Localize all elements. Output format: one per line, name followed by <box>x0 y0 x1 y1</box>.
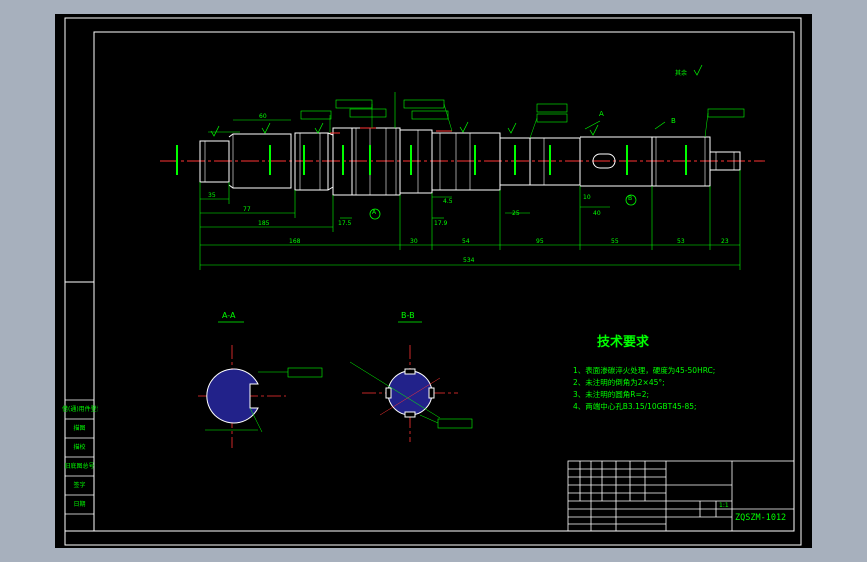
dim-55: 55 <box>611 238 619 245</box>
left-table-cell-3: 描校 <box>73 444 86 451</box>
shaft-detail-lines <box>204 128 735 195</box>
tech-requirements-title: 技术要求 <box>597 335 650 350</box>
view-mark-a: A <box>599 110 604 118</box>
dim-54: 54 <box>462 238 470 245</box>
dim-25: 25 <box>512 210 520 217</box>
left-strip <box>64 281 95 532</box>
tech-note-1: 1、表面渗碳淬火处理，硬度为45-50HRC; <box>573 366 716 375</box>
dim-185: 185 <box>258 220 270 227</box>
left-table-lines <box>65 399 94 515</box>
datum-a-label: A <box>372 209 377 216</box>
dim-overall: 534 <box>463 257 475 264</box>
undercut-marks <box>330 127 452 134</box>
dim-4-5: 4.5 <box>443 198 453 205</box>
dim-23: 23 <box>721 238 729 245</box>
dim-35: 35 <box>208 192 216 199</box>
datum-b-label: B <box>628 195 633 202</box>
section-a-a <box>198 321 323 448</box>
dim-77: 77 <box>243 206 251 213</box>
dim-30: 30 <box>410 238 418 245</box>
left-table-cell-1: 借(通)用件登记 <box>62 406 98 413</box>
dim-168: 168 <box>289 238 301 245</box>
section-a-a-label: A-A <box>222 311 236 320</box>
drawing-number: ZQSZM-1012 <box>735 513 787 523</box>
left-table-cell-6: 日期 <box>73 501 86 508</box>
tech-note-3: 3、未注明的圆角R=2; <box>573 390 650 399</box>
view-mark-b: B <box>671 117 676 125</box>
tech-note-4: 4、两端中心孔B3.15/10GBT45-85; <box>573 402 697 411</box>
title-block <box>567 460 795 532</box>
roughness-note: 其余 <box>675 70 688 77</box>
section-b-b-label: B-B <box>401 311 415 320</box>
drawing-background <box>55 14 812 548</box>
dimension-tick-marks <box>176 145 687 175</box>
dim-53: 53 <box>677 238 685 245</box>
dim-10: 10 <box>583 194 591 201</box>
scale-value: 1:1 <box>719 502 729 509</box>
keyway-slot <box>592 153 616 169</box>
roughness-marks <box>210 64 703 137</box>
dim-17-5: 17.5 <box>338 220 352 227</box>
left-table-cell-4: 旧底图总号 <box>64 463 95 470</box>
section-b-b <box>349 321 473 442</box>
dimension-lines <box>199 119 741 270</box>
dim-60: 60 <box>259 113 267 120</box>
dim-40: 40 <box>593 210 601 217</box>
dim-17-9: 17.9 <box>434 220 448 227</box>
left-table-cell-2: 描图 <box>73 425 86 432</box>
datum-symbols <box>369 194 637 220</box>
left-table-cell-5: 签字 <box>73 482 86 489</box>
dim-95: 95 <box>536 238 544 245</box>
tolerance-leaders <box>329 103 709 139</box>
tolerance-frames <box>300 92 745 128</box>
tech-note-2: 2、未注明的倒角为2×45°; <box>573 378 665 387</box>
